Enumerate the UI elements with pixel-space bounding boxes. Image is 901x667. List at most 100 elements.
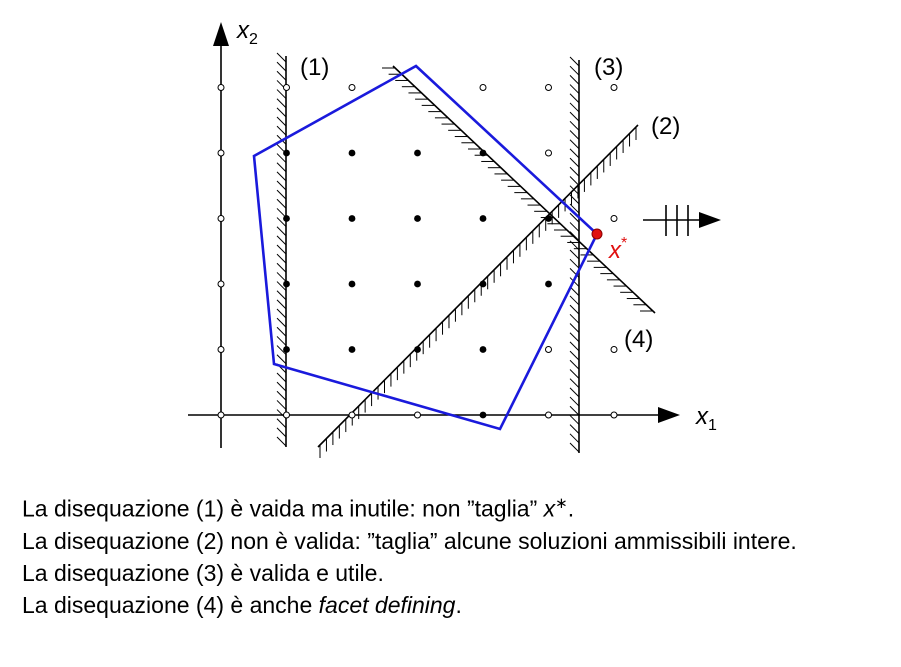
constraint-1-hatch [276, 308, 287, 319]
constraint-3-hatch [569, 130, 580, 140]
axes [188, 44, 660, 448]
constraint-3-hatch [569, 304, 580, 315]
integer-lattice [217, 84, 618, 419]
caption-line-1-text: La disequazione (1) è vaida ma inutile: … [22, 495, 544, 522]
constraint-1-hatch [276, 354, 287, 365]
constraint-1-hatch [276, 345, 287, 355]
constraint-1-hatch [276, 153, 287, 163]
caption-line-4-text: La disequazione (4) è anche [22, 591, 319, 618]
feasible-integer-point [283, 149, 290, 157]
feasible-integer-point [348, 346, 356, 353]
axis-lattice-point [610, 411, 618, 419]
feasible-integer-point [414, 149, 421, 157]
constraint-3-hatch [569, 405, 580, 416]
constraint-1-hatch [276, 326, 287, 337]
feasible-integer-point [479, 411, 487, 419]
constraint-3-hatch [569, 203, 580, 214]
constraint-3-hatch [569, 332, 580, 343]
constraint-1-hatch [276, 107, 287, 118]
feasible-integer-point [348, 215, 356, 222]
constraint-3-hatch [569, 286, 580, 297]
constraint-line-2 [317, 124, 639, 448]
infeasible-integer-point [545, 346, 552, 353]
feasible-integer-point [414, 346, 421, 353]
axis-lattice-point [217, 84, 225, 91]
constraint-1-hatch [276, 299, 287, 310]
constraint-3-hatch [569, 442, 580, 453]
infeasible-integer-point [283, 84, 290, 91]
axis-lattice-point [217, 215, 225, 222]
constraint-1-hatch [276, 244, 287, 255]
constraint-3-hatch [569, 84, 580, 94]
caption-line-1-math: x [543, 495, 556, 522]
optimum-point [591, 228, 603, 240]
infeasible-integer-point [479, 84, 487, 91]
infeasible-integer-point [545, 149, 552, 157]
feasible-integer-point [545, 215, 552, 222]
axis-lattice-point [414, 411, 421, 419]
axis-lattice-point [217, 280, 225, 288]
constraint-label-2: (2) [651, 113, 680, 140]
constraint-1-hatch [276, 116, 287, 127]
constraint-1-hatch [276, 171, 287, 182]
polytope [252, 64, 599, 431]
feasible-integer-point [479, 280, 487, 288]
constraint-1-hatch [276, 162, 287, 173]
caption-line-1-sup: ∗ [555, 495, 568, 512]
constraint-3-hatch [569, 148, 580, 159]
constraint-1-hatch [276, 125, 287, 136]
constraint-1-hatch [276, 390, 287, 401]
constraint-1-hatch [276, 253, 287, 264]
constraint-3-hatch [569, 102, 580, 113]
constraint-3-hatch [569, 75, 580, 85]
constraint-3-hatch [569, 65, 580, 76]
axis-lattice-point [348, 411, 356, 419]
constraint-label-4: (4) [624, 326, 653, 353]
constraint-3-hatch [569, 295, 580, 306]
feasible-integer-point [479, 215, 487, 222]
feasible-integer-point [283, 346, 290, 353]
caption-line-3: La disequazione (3) è valida e utile. [22, 559, 384, 586]
constraint-3-hatch [569, 350, 580, 361]
constraint-1-hatch [276, 61, 287, 72]
constraint-1-hatch [276, 98, 287, 109]
optimum-label: x* [608, 235, 627, 264]
constraint-1-hatch [276, 272, 287, 282]
diagram: x2 x1 x* (1) (3) (2) (4) [188, 17, 721, 458]
constraint-1-hatch [276, 290, 287, 301]
feasible-integer-point [414, 280, 421, 288]
constraint-3-hatch [569, 93, 580, 104]
constraint-3-hatch [569, 212, 580, 223]
constraint-1-hatch [276, 281, 287, 291]
constraint-1-hatch [276, 70, 287, 81]
feasible-integer-point [348, 280, 356, 288]
constraint-1-hatch [276, 400, 287, 410]
constraint-3-hatch [569, 176, 580, 186]
caption-line-4: La disequazione (4) è anche facet defini… [22, 589, 897, 621]
constraint-1-hatch [276, 89, 287, 99]
constraint-3-hatch [569, 157, 580, 168]
constraint-3-hatch [569, 341, 580, 352]
x-axis-arrow-icon [658, 407, 680, 423]
constraint-1-hatch [276, 52, 287, 63]
constraint-3-hatch [569, 258, 580, 269]
feasible-integer-point [545, 280, 552, 288]
constraint-1-hatch [276, 198, 287, 209]
constraint-3-hatch [569, 222, 580, 232]
objective-arrow-icon [699, 212, 721, 228]
constraint-hatchings [276, 52, 653, 458]
constraint-1-hatch [276, 436, 287, 447]
constraint-1-hatch [276, 262, 287, 273]
caption-line-2: La disequazione (2) non è valida: ”tagli… [22, 527, 797, 554]
constraint-3-hatch [569, 378, 580, 389]
constraint-3-hatch [569, 424, 580, 434]
constraint-1-hatch [276, 317, 287, 328]
constraint-3-hatch [569, 359, 580, 370]
constraint-1-hatch [276, 418, 287, 429]
feasible-integer-point [479, 346, 487, 353]
infeasible-integer-point [348, 84, 356, 91]
feasible-integer-point [479, 149, 487, 157]
axis-lattice-point [217, 346, 225, 353]
caption: La disequazione (1) è vaida ma inutile: … [22, 488, 897, 621]
constraint-3-hatch [569, 313, 580, 324]
